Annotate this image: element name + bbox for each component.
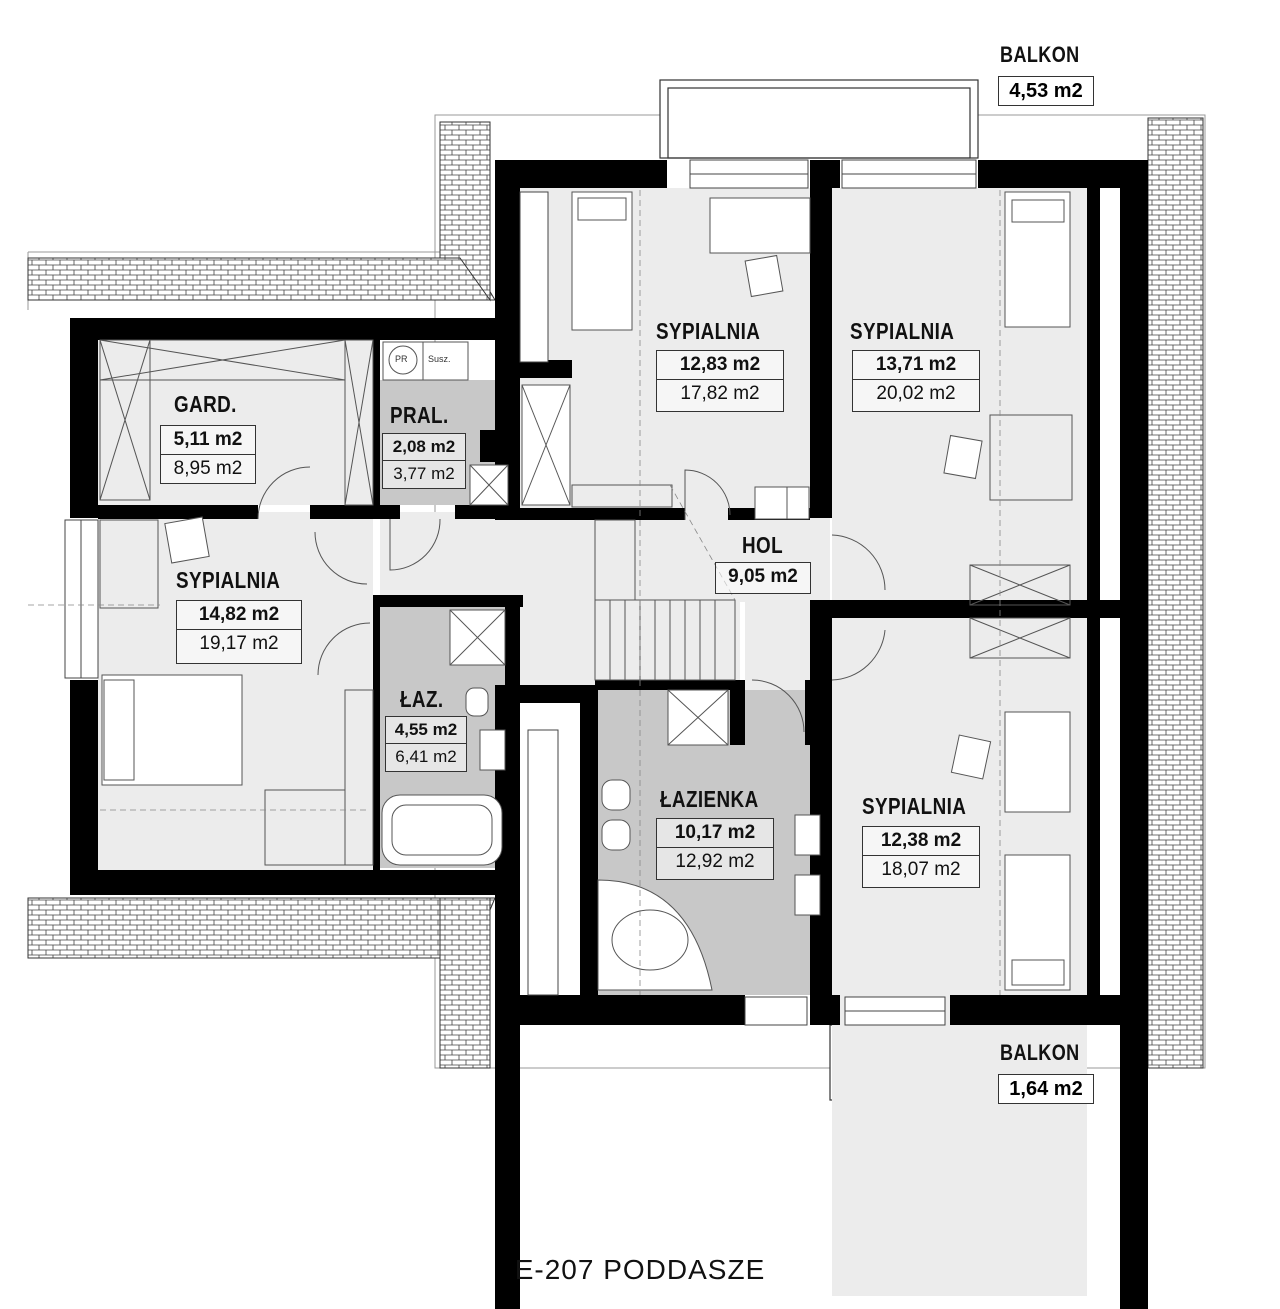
room-gard-gross: 8,95 m2 — [173, 458, 243, 479]
walls — [70, 160, 1148, 1309]
room-hall-net: 9,05 m2 — [728, 566, 798, 587]
room-bedroom-br-net: 12,38 m2 — [863, 827, 979, 856]
slope-lines — [28, 190, 1001, 995]
room-bedroom-tl-name: SYPIALNIA — [656, 318, 761, 344]
washer-label: PR — [395, 354, 408, 364]
room-small-bath-area: 4,55 m2 6,41 m2 — [385, 716, 467, 772]
room-hall-name: HOL — [742, 532, 784, 558]
room-bathroom-area: 10,17 m2 12,92 m2 — [656, 818, 774, 880]
room-bedroom-l-area: 14,82 m2 19,17 m2 — [176, 600, 302, 664]
room-bedroom-tl-net: 12,83 m2 — [657, 351, 783, 380]
room-small-bath-gross: 6,41 m2 — [395, 747, 457, 766]
room-bedroom-tr-net: 13,71 m2 — [853, 351, 979, 380]
room-pral-net: 2,08 m2 — [383, 434, 465, 461]
room-bedroom-tl-gross: 17,82 m2 — [680, 383, 760, 404]
room-bedroom-br-area: 12,38 m2 18,07 m2 — [862, 826, 980, 888]
room-bedroom-tr-name: SYPIALNIA — [850, 318, 955, 344]
room-hall-area: 9,05 m2 — [715, 562, 811, 594]
room-bathroom-name: ŁAZIENKA — [660, 786, 759, 812]
room-bedroom-tl-area: 12,83 m2 17,82 m2 — [656, 350, 784, 412]
door-swings — [257, 466, 886, 733]
plan-title: E-207 PODDASZE — [514, 1254, 766, 1285]
room-gard-area: 5,11 m2 8,95 m2 — [160, 425, 256, 484]
room-small-bath-name: ŁAZ. — [400, 686, 444, 712]
room-pral-area: 2,08 m2 3,77 m2 — [382, 433, 466, 489]
room-bedroom-tr-gross: 20,02 m2 — [876, 383, 956, 404]
roof-brick-edges — [27, 117, 1204, 1069]
window-lines — [80, 173, 976, 1012]
room-bedroom-br-gross: 18,07 m2 — [881, 859, 961, 880]
dryer-label: Susz. — [428, 354, 451, 364]
room-bedroom-l-gross: 19,17 m2 — [199, 633, 279, 654]
room-bedroom-l-net: 14,82 m2 — [177, 601, 301, 630]
room-bathroom-net: 10,17 m2 — [657, 819, 773, 848]
room-pral-gross: 3,77 m2 — [393, 464, 455, 483]
room-small-bath-net: 4,55 m2 — [386, 717, 466, 744]
balcony-bottom-name: BALKON — [1000, 1040, 1080, 1065]
room-bedroom-tr-area: 13,71 m2 20,02 m2 — [852, 350, 980, 412]
room-pral-name: PRAL. — [390, 402, 449, 428]
room-gard-net: 5,11 m2 — [161, 426, 255, 455]
furniture — [99, 191, 1073, 991]
room-bathroom-gross: 12,92 m2 — [675, 851, 755, 872]
balcony-bottom-area: 1,64 m2 — [998, 1074, 1094, 1104]
room-bedroom-l-name: SYPIALNIA — [176, 567, 281, 593]
balcony-top-name: BALKON — [1000, 42, 1080, 67]
room-gard-name: GARD. — [174, 391, 237, 417]
balcony-top-area: 4,53 m2 — [998, 76, 1094, 106]
room-bedroom-br-name: SYPIALNIA — [862, 793, 967, 819]
